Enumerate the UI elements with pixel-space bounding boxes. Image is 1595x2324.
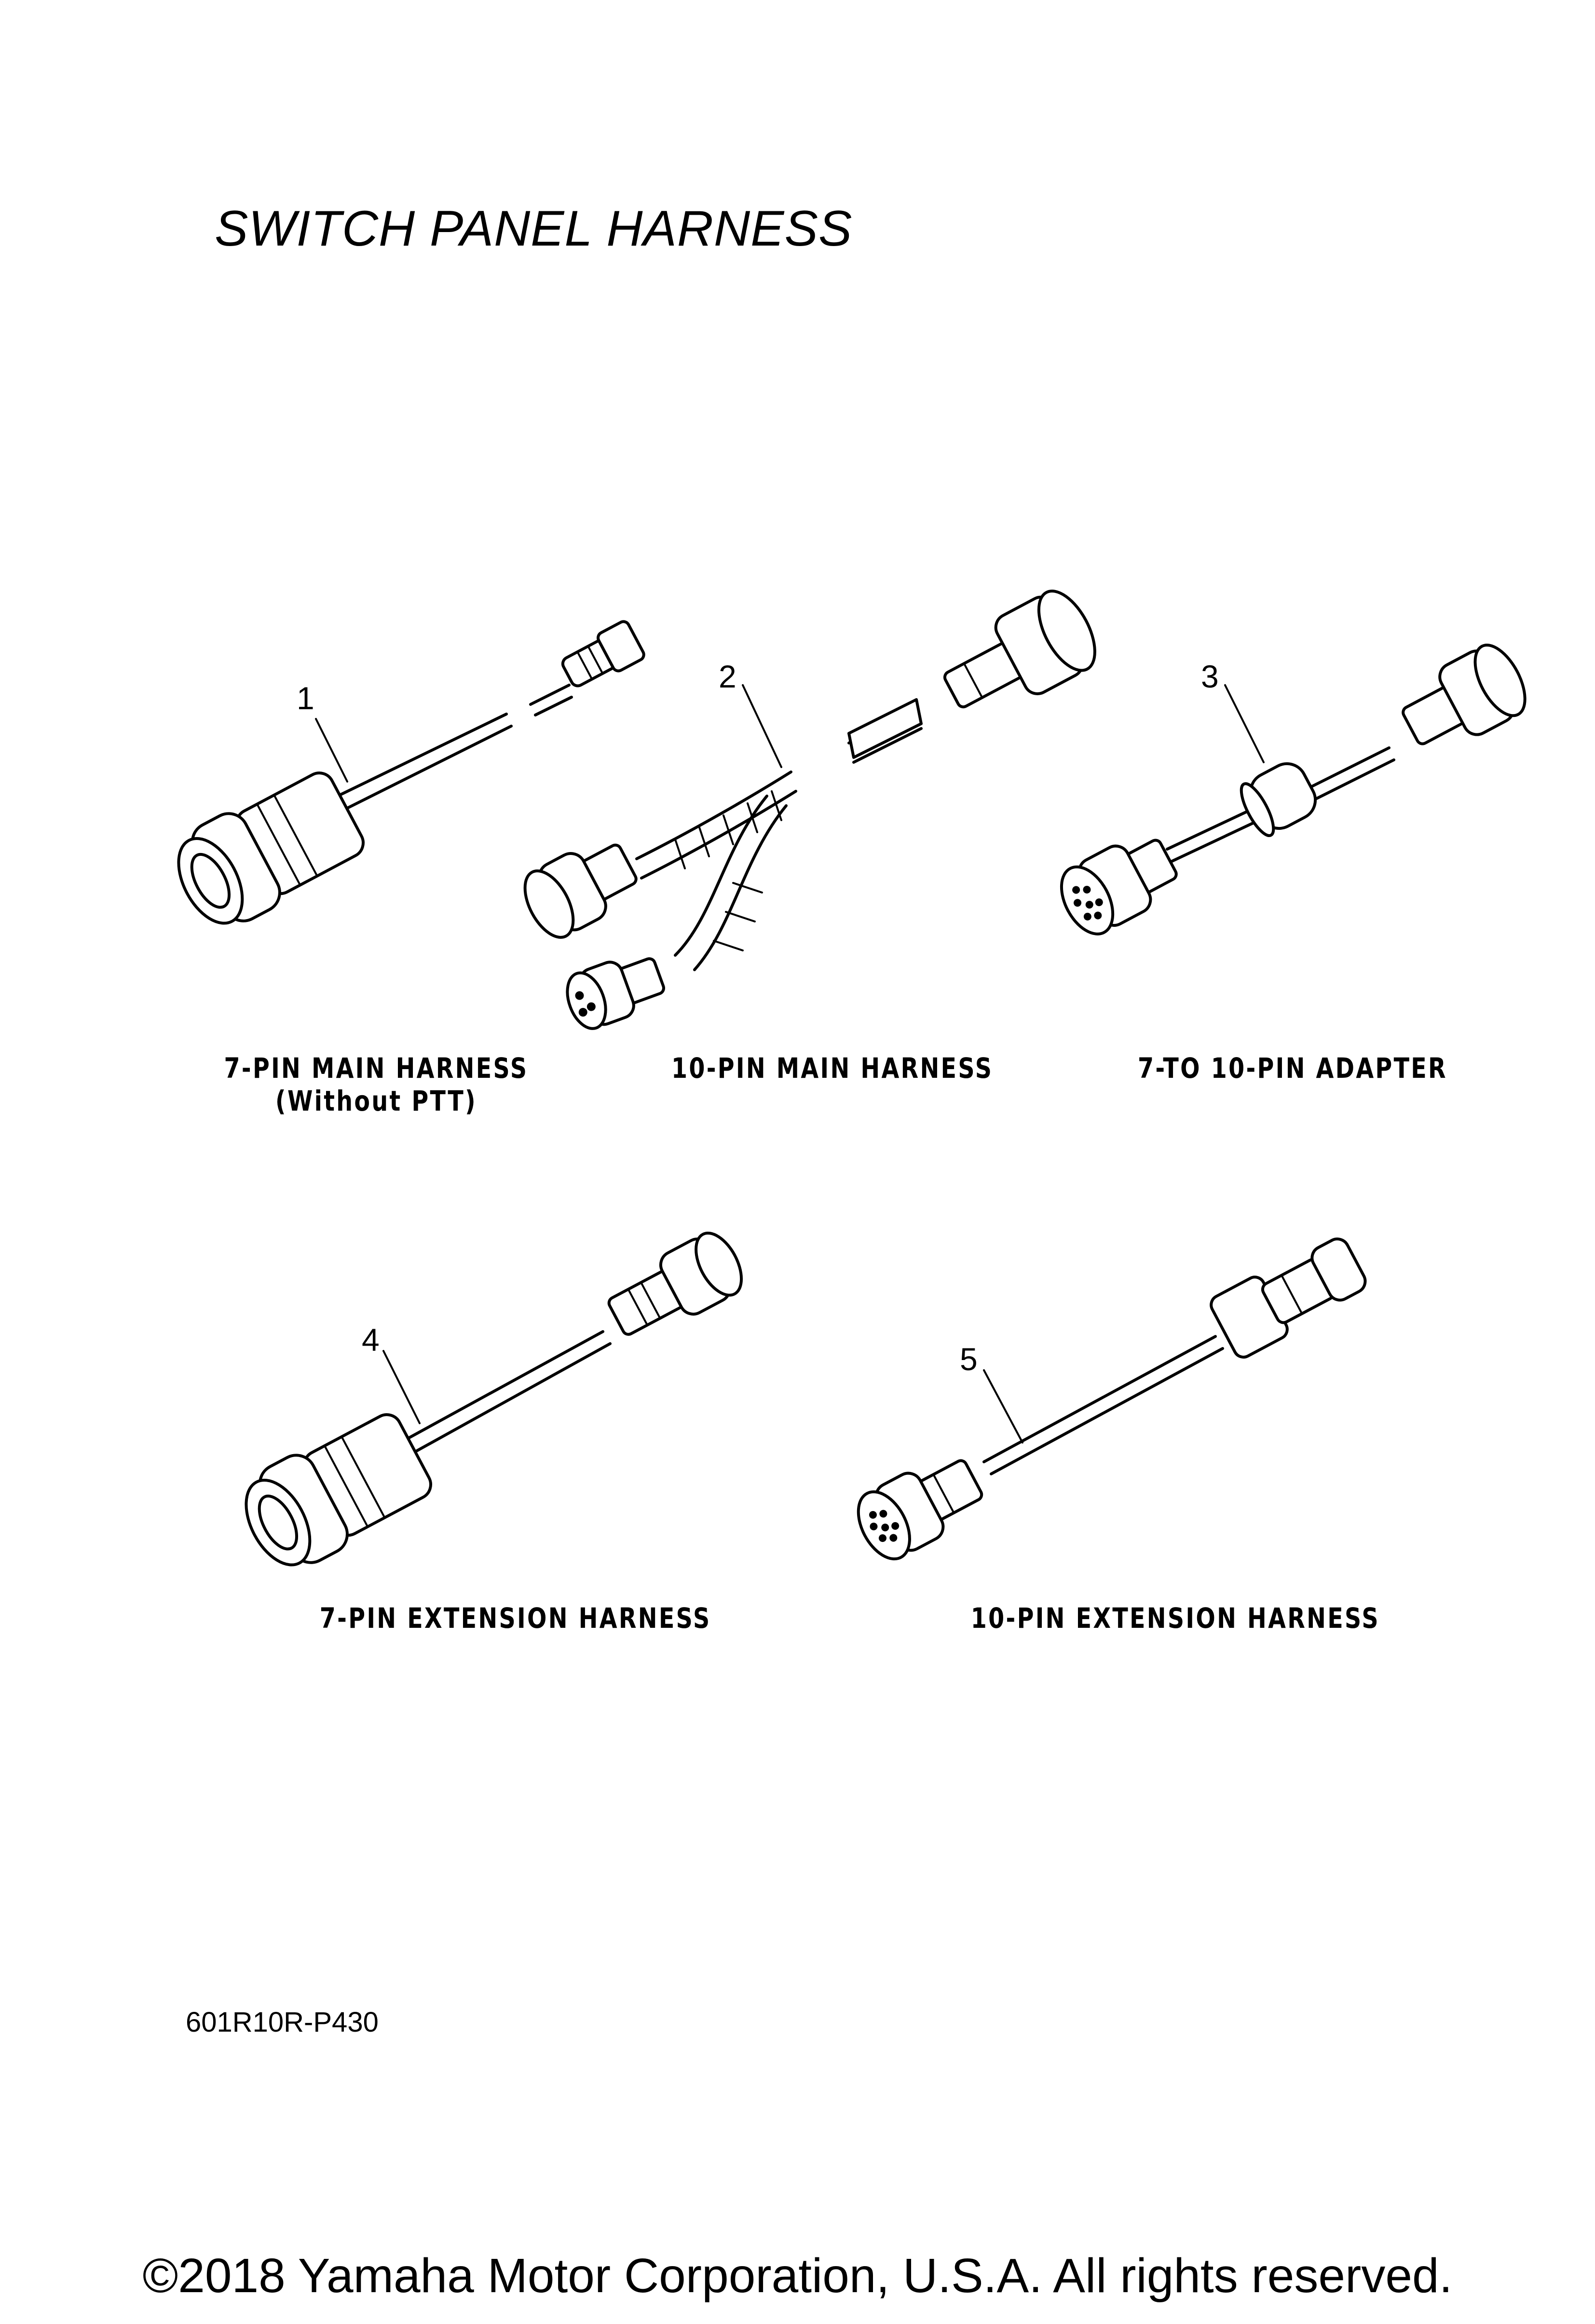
part-3-label: 7-TO 10-PIN ADAPTER [1134,1052,1451,1085]
part-1-label-name: 7-PIN MAIN HARNESS [224,1052,529,1085]
part-5-label: 10-PIN EXTENSION HARNESS [970,1602,1380,1635]
part-3-label-name: 7-TO 10-PIN ADAPTER [1138,1052,1447,1085]
part-1-label: 7-PIN MAIN HARNESS (Without PTT) [218,1052,534,1117]
diagram-title: SWITCH PANEL HARNESS [215,201,853,257]
part-2-label-name: 10-PIN MAIN HARNESS [671,1052,994,1085]
part-5-label-name: 10-PIN EXTENSION HARNESS [970,1602,1380,1635]
part-2-callout: 2 [719,659,736,694]
part-1-7-pin-main-harness-drawing[interactable]: 1 [162,619,646,940]
part-3-callout: 3 [1201,659,1219,694]
part-4-label-name: 7-PIN EXTENSION HARNESS [319,1602,711,1635]
copyright-notice: ©2018 Yamaha Motor Corporation, U.S.A. A… [142,2249,1453,2303]
part-1-label-note: (Without PTT) [275,1085,477,1117]
part-2-10-pin-main-harness-drawing[interactable]: 2 [515,582,1106,1034]
part-5-callout: 5 [960,1341,978,1377]
diagram-code: 601R10R-P430 [186,2007,379,2038]
part-2-label: 10-PIN MAIN HARNESS [671,1052,994,1085]
part-5-10-pin-extension-harness-drawing[interactable]: 5 [848,1231,1372,1568]
part-3-adapter-drawing[interactable]: 3 [1051,637,1535,943]
part-4-callout: 4 [362,1322,380,1358]
part-4-7-pin-extension-harness-drawing[interactable]: 4 [230,1226,750,1582]
part-4-label: 7-PIN EXTENSION HARNESS [319,1602,711,1635]
part-1-callout: 1 [297,680,314,716]
